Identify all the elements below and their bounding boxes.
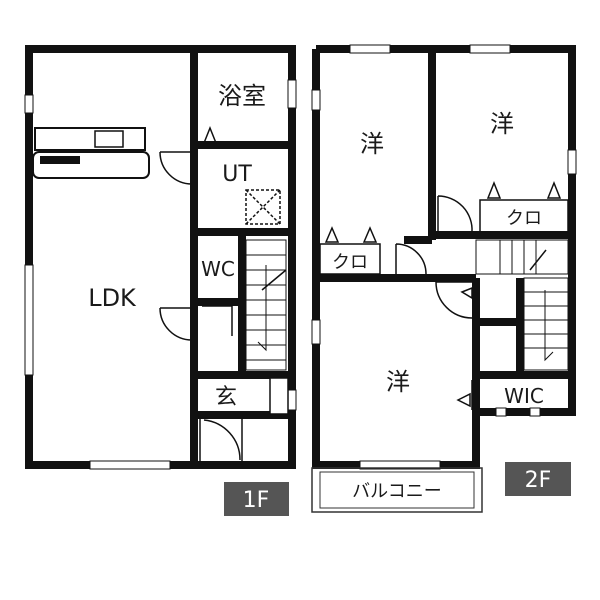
room-label-balcony: バルコニー [352,481,442,502]
room-label-toilet: WC [201,257,235,281]
floor-1-outer-wall [25,45,296,469]
floor-2-windows [311,44,577,470]
floor-2: 洋 洋 洋 クロ クロ WIC バルコニー 2F [311,44,577,513]
room-label-western-b: 洋 [490,110,514,138]
ldk-door [159,305,233,341]
floor-2-doors [395,195,473,410]
room-label-ldk: LDK [88,284,137,312]
floor-1-stairs [245,239,287,371]
room-label-closet-a: クロ [332,252,368,273]
floor-2-stairs [475,239,569,371]
room-label-entrance: 玄 [215,385,237,410]
floor-1-tag-label: 1F [243,488,270,513]
floor-1-interior-walls [190,49,292,465]
floor-1-tag: 1F [224,482,289,516]
room-label-western-c: 洋 [386,368,410,396]
floor-1-windows [24,79,297,470]
room-label-wic: WIC [504,384,544,408]
floor-1: 浴室 UT LDK WC 玄 1F [24,45,297,516]
floor-2-tag-label: 2F [525,468,552,493]
room-label-closet-b: クロ [506,208,542,229]
kitchen-counter [32,127,150,179]
room-label-bathroom: 浴室 [218,82,266,110]
room-label-utility: UT [222,162,252,187]
balcony-outline [311,467,483,513]
utility-fixtures [159,125,281,225]
entrance-door [199,377,289,465]
room-label-western-a: 洋 [360,130,384,158]
floor-2-closets [319,180,569,275]
floor-2-tag: 2F [505,462,571,496]
floor-2-interior-walls [316,49,572,412]
